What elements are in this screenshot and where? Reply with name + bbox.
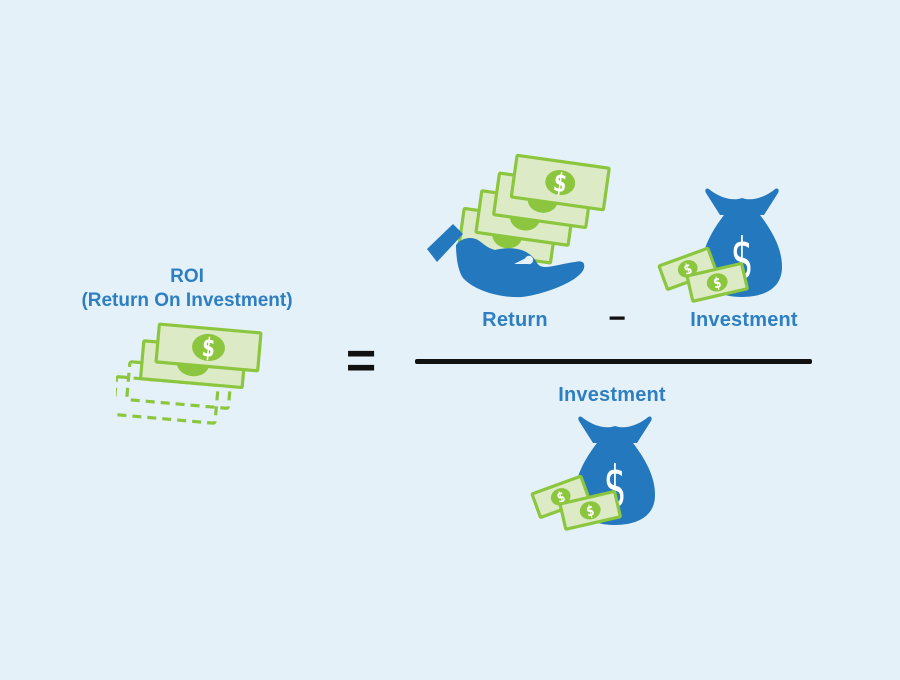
banknote: $ bbox=[154, 322, 263, 373]
money-bag-icon bbox=[655, 180, 795, 307]
fraction-bar bbox=[415, 359, 812, 364]
banknotes-stack-icon: $ bbox=[116, 322, 263, 425]
minus-sign: − bbox=[608, 302, 626, 335]
thumb-curl-notch-opening bbox=[514, 257, 529, 264]
title-block: ROI (Return On Investment) bbox=[26, 265, 348, 313]
sleeve-cuff bbox=[427, 224, 463, 262]
title-roi-expansion: (Return On Investment) bbox=[81, 290, 293, 311]
banknote-dollar-glyph: $ bbox=[552, 168, 569, 199]
money-bag-icon bbox=[528, 408, 668, 535]
equals-sign: = bbox=[345, 332, 377, 390]
numerator-investment-label: Investment bbox=[690, 309, 798, 331]
numerator-return-label: Return bbox=[482, 309, 548, 331]
hand-receiving-banknotes-icon: $ bbox=[427, 153, 611, 298]
dollar-circle bbox=[192, 333, 225, 361]
hand bbox=[456, 237, 585, 298]
banknote: $ bbox=[509, 153, 611, 212]
denominator-investment-label: Investment bbox=[558, 384, 666, 406]
dollar-circle bbox=[545, 170, 576, 196]
banknote-dollar-glyph: $ bbox=[201, 333, 217, 364]
title-roi: ROI bbox=[170, 266, 204, 287]
